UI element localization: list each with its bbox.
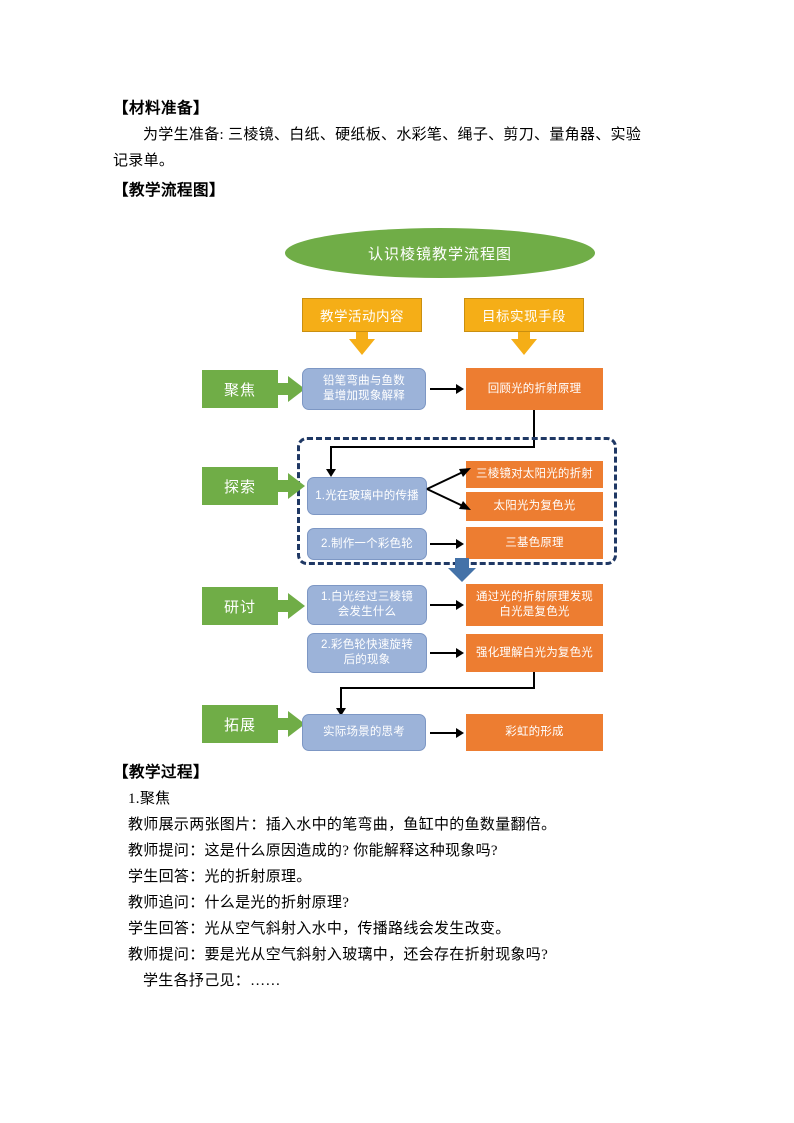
connector-explore-2 [430, 543, 456, 545]
activity-box-focus-1: 铅笔弯曲与鱼数量增加现象解释 [302, 368, 426, 410]
stage-arrow-extend-icon [288, 711, 305, 737]
activity-box-discuss-2: 2.彩色轮快速旋转后的现象 [307, 633, 427, 673]
activity-label: 铅笔弯曲与鱼数量增加现象解释 [323, 375, 405, 402]
stage-arrow-focus-icon [288, 376, 305, 402]
activity-label: 实际场景的思考 [323, 726, 405, 738]
stage-arrow-stem-discuss [278, 600, 288, 612]
transition-arrow-down-icon [448, 568, 476, 582]
connector-v-discuss-down [533, 672, 535, 689]
materials-section: 【材料准备】 为学生准备: 三棱镜、白纸、硬纸板、水彩笔、绳子、剪刀、量角器、实… [113, 96, 683, 174]
arrow-right-focus-icon [456, 384, 464, 394]
connector-h-focus-left [330, 446, 535, 448]
teaching-flowchart: 认识棱镜教学流程图 教学活动内容 目标实现手段 聚焦 铅笔弯曲与鱼数量增加现象解… [0, 215, 794, 760]
activity-box-discuss-1: 1.白光经过三棱镜会发生什么 [307, 585, 427, 625]
arrow-right-extend-1-icon [456, 728, 464, 738]
connector-extend-1 [430, 732, 456, 734]
activity-box-explore-2: 2.制作一个彩色轮 [307, 528, 427, 560]
flowchart-heading: 【教学流程图】 [113, 182, 226, 199]
process-line: 1.聚焦 [128, 791, 171, 807]
process-line: 教师提问：要是光从空气斜射入玻璃中，还会存在折射现象吗? [128, 947, 549, 963]
flowchart-section-heading-wrap: 【教学流程图】 [113, 178, 683, 204]
gold-arrow-activities-icon [349, 339, 375, 355]
outcome-label: 三基色原理 [505, 536, 564, 549]
materials-heading: 【材料准备】 [113, 100, 210, 117]
outcome-label: 太阳光为复色光 [493, 500, 576, 512]
stage-label-explore: 探索 [202, 467, 278, 505]
process-line: 教师展示两张图片：插入水中的笔弯曲，鱼缸中的鱼数量翻倍。 [128, 817, 557, 833]
connector-focus-to-outcome [430, 388, 456, 390]
process-line: 学生各抒己见：…… [143, 973, 281, 989]
process-line: 学生回答：光从空气斜射入水中，传播路线会发生改变。 [128, 921, 511, 937]
connector-h-to-extend [340, 687, 535, 689]
outcome-box-explore-1: 三棱镜对太阳光的折射 [466, 461, 603, 488]
process-section: 【教学过程】 1.聚焦 教师展示两张图片：插入水中的笔弯曲，鱼缸中的鱼数量翻倍。… [113, 760, 683, 994]
stage-arrow-discuss-icon [288, 593, 305, 619]
outcome-label: 通过光的折射原理发现白光是复色光 [476, 591, 593, 618]
activity-label: 1.光在玻璃中的传播 [315, 489, 419, 502]
materials-line-2: 记录单。 [113, 153, 175, 169]
arrow-down-into-extend-icon [336, 708, 346, 716]
connector-discuss-2 [430, 652, 456, 654]
arrow-right-discuss-1-icon [456, 600, 464, 610]
outcome-box-explore-2: 太阳光为复色光 [466, 492, 603, 521]
stage-label-focus: 聚焦 [202, 370, 278, 408]
process-line: 教师提问：这是什么原因造成的? 你能解释这种现象吗? [128, 843, 498, 859]
outcome-box-extend-1: 彩虹的形成 [466, 714, 603, 751]
arrow-right-explore-2-icon [456, 539, 464, 549]
gold-arrow-means-icon [511, 339, 537, 355]
gold-stem-activities [356, 332, 368, 339]
transition-arrow-stem [455, 558, 469, 568]
stage-arrow-stem-extend [278, 718, 288, 730]
process-line: 教师追问：什么是光的折射原理? [128, 895, 350, 911]
stage-label-discuss: 研讨 [202, 587, 278, 625]
arrow-right-discuss-2-icon [456, 648, 464, 658]
outcome-label: 彩虹的形成 [505, 726, 564, 738]
branch-arrows-explore [426, 468, 471, 510]
arrow-down-into-explore-icon [326, 469, 336, 477]
outcome-box-discuss-1: 通过光的折射原理发现白光是复色光 [466, 584, 603, 626]
outcome-box-explore-3: 三基色原理 [466, 527, 603, 559]
stage-arrow-explore-icon [288, 473, 305, 499]
connector-v-into-extend [340, 687, 342, 710]
outcome-label: 三棱镜对太阳光的折射 [476, 468, 593, 480]
column-header-means: 目标实现手段 [464, 298, 584, 332]
flowchart-title-ellipse: 认识棱镜教学流程图 [285, 228, 595, 278]
activity-box-extend-1: 实际场景的思考 [302, 714, 426, 751]
connector-v-focus-down [533, 410, 535, 448]
activity-label: 2.彩色轮快速旋转后的现象 [321, 639, 413, 666]
process-heading: 【教学过程】 [113, 764, 210, 781]
outcome-box-discuss-2: 强化理解白光为复色光 [466, 634, 603, 672]
column-header-activities: 教学活动内容 [302, 298, 422, 332]
connector-v-into-explore [330, 446, 332, 471]
activity-label: 2.制作一个彩色轮 [321, 537, 413, 550]
stage-label-extend: 拓展 [202, 705, 278, 743]
outcome-label: 回顾光的折射原理 [487, 382, 582, 395]
connector-discuss-1 [430, 604, 456, 606]
process-line: 学生回答：光的折射原理。 [128, 869, 312, 885]
outcome-label: 强化理解白光为复色光 [476, 646, 593, 659]
activity-label: 1.白光经过三棱镜会发生什么 [321, 591, 413, 618]
outcome-box-focus-1: 回顾光的折射原理 [466, 368, 603, 410]
materials-line-1: 为学生准备: 三棱镜、白纸、硬纸板、水彩笔、绳子、剪刀、量角器、实验 [143, 127, 642, 143]
activity-box-explore-1: 1.光在玻璃中的传播 [307, 477, 427, 515]
stage-arrow-stem-explore [278, 480, 288, 492]
stage-arrow-stem-focus [278, 383, 288, 395]
gold-stem-means [518, 332, 530, 339]
